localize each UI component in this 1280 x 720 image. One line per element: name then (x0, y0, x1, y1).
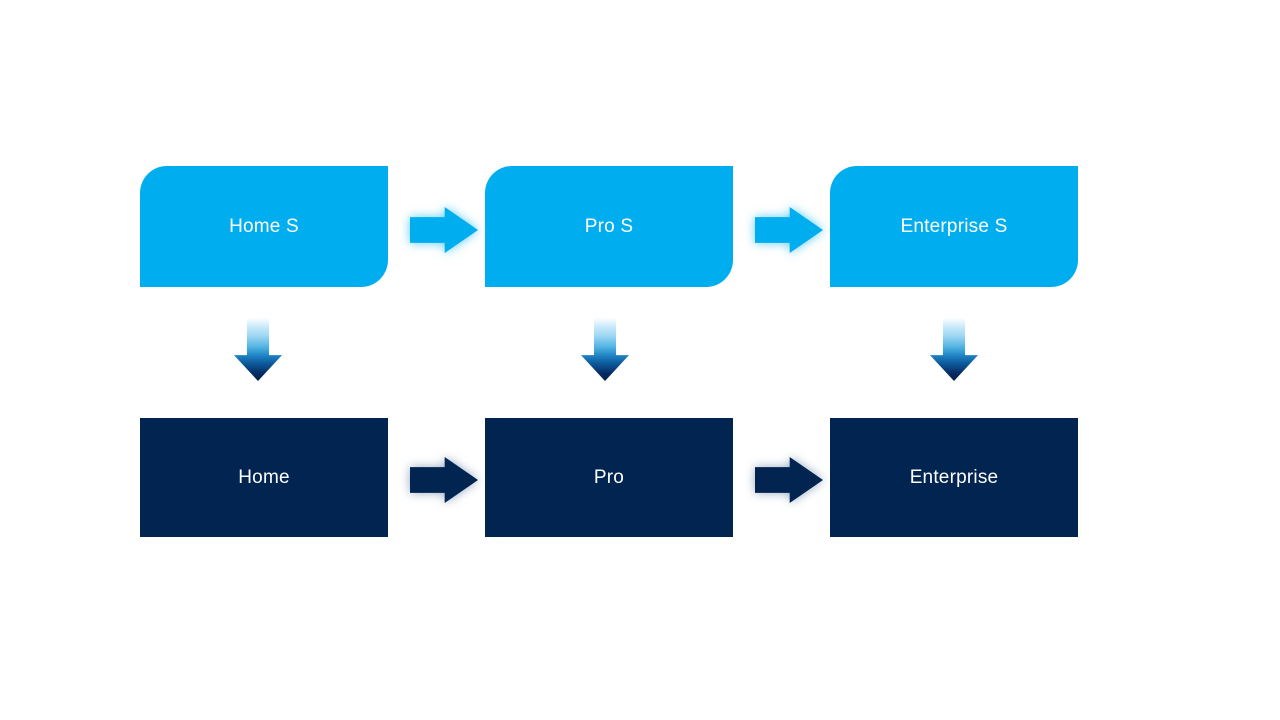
down-arrow-icon (234, 318, 282, 381)
box-pro-s: Pro S (485, 166, 733, 287)
right-arrow-shape (410, 207, 478, 253)
box-enterprise-s-label: Enterprise S (900, 215, 1008, 237)
box-enterprise: Enterprise (830, 418, 1078, 537)
right-arrow-shape (755, 457, 823, 503)
box-enterprise-s: Enterprise S (830, 166, 1078, 287)
down-arrow-icon (930, 318, 978, 381)
box-home-s-label: Home S (229, 215, 299, 237)
box-pro-s-label: Pro S (584, 215, 634, 237)
right-arrow-shape (410, 457, 478, 503)
box-pro-label: Pro (593, 466, 625, 488)
box-home-s: Home S (140, 166, 388, 287)
right-arrow-shape (755, 207, 823, 253)
box-home: Home (140, 418, 388, 537)
right-arrow-icon (410, 207, 478, 253)
box-enterprise-label: Enterprise (909, 466, 999, 488)
right-arrow-icon (410, 457, 478, 503)
right-arrow-icon (755, 207, 823, 253)
down-arrow-icon (581, 318, 629, 381)
box-pro: Pro (485, 418, 733, 537)
right-arrow-icon (755, 457, 823, 503)
box-home-label: Home (238, 466, 290, 488)
